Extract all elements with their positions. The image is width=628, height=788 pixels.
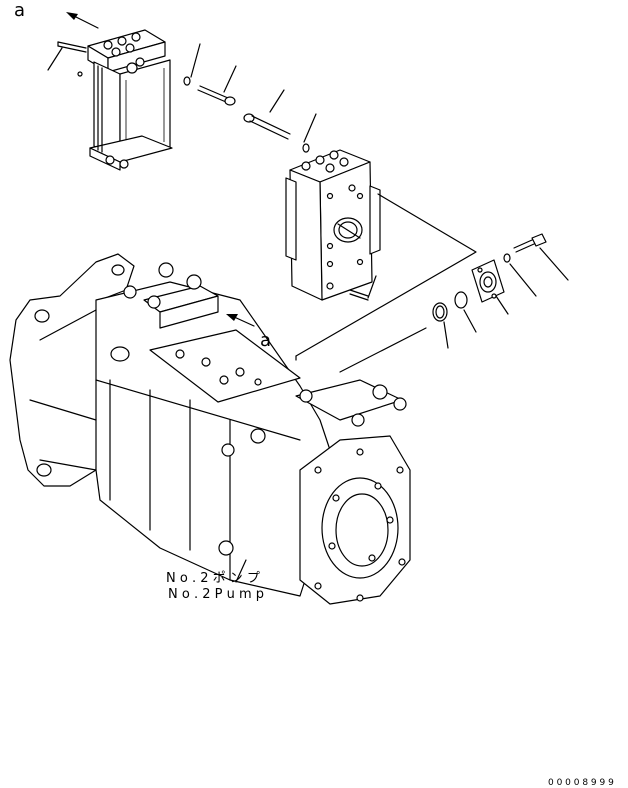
reference-label-a-top: a	[14, 0, 25, 21]
reference-mark-a-top: a	[14, 0, 99, 29]
seal-ring	[432, 302, 449, 349]
washer-1	[302, 113, 317, 153]
pump-callout: N o . 2 ポ ン プ N o . 2 P u m p	[166, 559, 264, 602]
pump-label-english: N o . 2 P u m p	[168, 587, 264, 602]
lower-control-valve	[285, 149, 381, 301]
reference-label-a-mid: a	[260, 330, 271, 351]
o-ring-1	[183, 43, 201, 86]
o-ring-2	[454, 291, 477, 333]
drawing-number: 0 0 0 0 8 9 9 9	[548, 778, 614, 788]
reference-mark-a-mid: a	[226, 314, 271, 351]
bolt-1	[197, 65, 237, 106]
bolt-2	[243, 89, 291, 140]
washer-2	[503, 253, 537, 297]
pump-label-japanese: N o . 2 ポ ン プ	[166, 571, 260, 586]
flange-cover	[471, 259, 509, 315]
assembly-leader-lines	[295, 193, 477, 373]
upper-control-valve	[47, 29, 173, 171]
main-pump-assembly	[9, 253, 411, 605]
bolt-3	[513, 233, 569, 281]
